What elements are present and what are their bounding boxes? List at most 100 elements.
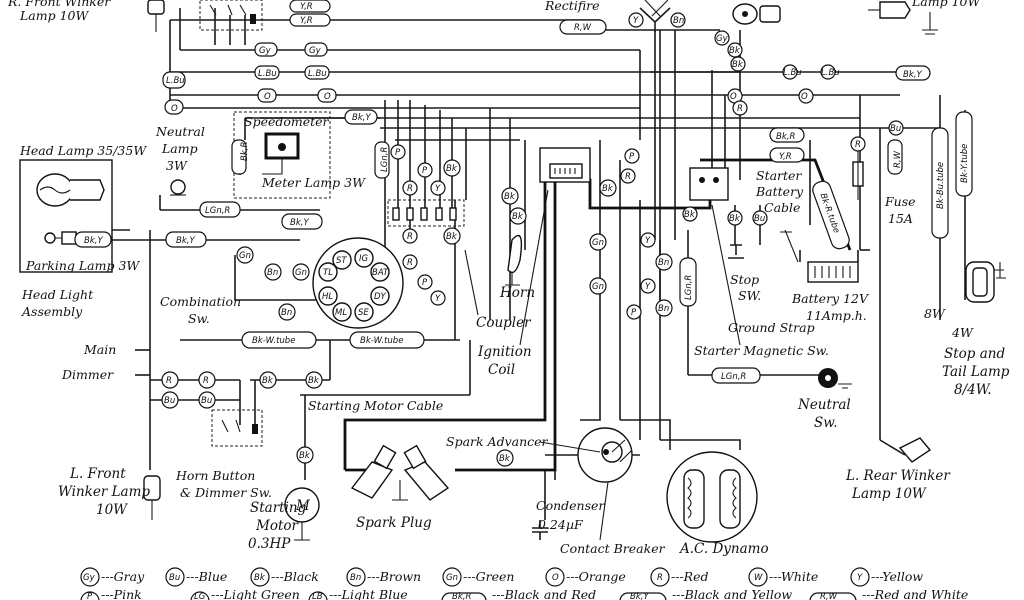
legend-green: Gn ---Green (442, 567, 514, 587)
stop-tail-lamp-label-2: Tail Lamp (942, 364, 1010, 380)
parking-lamp-label: Parking Lamp 3W (25, 258, 140, 273)
condenser-label-1: Condenser (536, 498, 605, 513)
legend-black-text: ---Black (271, 569, 319, 584)
ac-dynamo-label: A.C. Dynamo (678, 541, 769, 557)
tag-o-1: O (264, 92, 271, 102)
legend-black-yellow: Bk,Y ---Black and Yellow (619, 587, 792, 600)
svg-text:LG: LG (194, 592, 206, 600)
tag-o-3: O (171, 104, 178, 114)
battery-label-1: Battery 12V (791, 291, 870, 306)
tag-lb-right2: L.Bu (821, 68, 840, 78)
ac-dynamo (666, 451, 758, 543)
contact-breaker-label: Contact Breaker (560, 541, 666, 556)
svg-text:Gn: Gn (446, 573, 458, 583)
spark-plugs (350, 444, 450, 501)
tag-r-left1: R (166, 376, 172, 386)
legend-pink: P ---Pink (80, 587, 142, 600)
svg-text:LB: LB (312, 592, 323, 600)
l-front-winker-label-1: L. Front (69, 466, 126, 482)
neutral-sw-label-1: Neutral (797, 397, 851, 413)
tag-bkwtube-2: Bk-W.tube (360, 336, 403, 346)
terminal-bat: BAT (372, 268, 389, 278)
starting-motor-cable-label: Starting Motor Cable (308, 398, 443, 413)
speedometer-label: Speedometer (244, 114, 330, 129)
legend-white-text: ---White (769, 569, 818, 584)
terminal-hl: HL (322, 292, 333, 302)
tag-r-c3: R (407, 258, 413, 268)
terminal-dy: DY (374, 292, 387, 302)
horn-label: Horn (499, 285, 535, 301)
legend-black-red-text: ---Black and Red (492, 587, 596, 600)
spark-advancer-label: Spark Advancer (446, 434, 549, 449)
main-label: Main (83, 342, 116, 357)
svg-text:Y: Y (857, 573, 863, 583)
legend-blue: Bu ---Blue (165, 567, 227, 587)
starter-battery-cable-label-3: Cable (764, 200, 800, 215)
head-lamp-assembly (19, 159, 113, 273)
tag-rw-vert: R,W (893, 150, 903, 168)
tag-lb-2: L.Bu (308, 69, 327, 79)
neutral-lamp-label-3: 3W (166, 158, 188, 173)
tag-gy-reg: Gy (716, 34, 729, 44)
svg-text:Gy: Gy (83, 573, 96, 583)
neutral-switch (818, 368, 852, 389)
stop-tail-lamp-label-3: 8/4W. (954, 382, 992, 398)
fuse-label-1: Fuse (884, 194, 916, 209)
condenser-label-2: 0.24µF (538, 517, 584, 532)
tag-bky-speedo: Bk,Y (352, 113, 371, 123)
tag-y-c2: Y (435, 294, 441, 304)
ignition-coil-label-2: Coil (488, 362, 515, 378)
tag-bu-stop: Bu (754, 214, 765, 224)
tag-bkr-right: Bk,R (776, 132, 795, 142)
voltage-regulator (732, 3, 781, 25)
tag-y-c1: Y (435, 184, 441, 194)
legend-brown-text: ---Brown (367, 569, 421, 584)
tag-lb-right1: L.Bu (783, 68, 802, 78)
stop-sw-label-1: Stop (730, 272, 759, 287)
meter-lamp-label: Meter Lamp 3W (261, 175, 366, 190)
wire-tags: Y,R Y,R Gy Gy L.Bu L.Bu L.Bu O O O R,W B… (74, 0, 973, 467)
tag-bu-right: Bu (890, 124, 901, 134)
tag-gy-2: Gy (309, 46, 322, 56)
tag-bu-left1: Bu (164, 396, 175, 406)
neutral-lamp (170, 179, 186, 196)
horn-button-label-2: & Dimmer Sw. (180, 485, 272, 500)
legend-light-blue: LB ---Light Blue (308, 587, 408, 600)
tag-gn-left: Gn (239, 251, 251, 261)
l-rear-winker-lamp (898, 437, 932, 463)
tag-bk-c4: Bk (512, 212, 524, 222)
legend-orange: O ---Orange (545, 567, 626, 587)
legend-pink-text: ---Pink (101, 587, 142, 600)
tag-p-1: P (395, 148, 401, 158)
legend-white: W ---White (748, 567, 818, 587)
horn (505, 234, 523, 286)
l-front-winker-label-3: 10W (96, 502, 128, 518)
tag-lb-3: L.Bu (166, 76, 185, 86)
l-rear-winker-label-1: L. Rear Winker (845, 468, 951, 484)
svg-text:P: P (87, 592, 93, 600)
terminal-st: ST (336, 256, 347, 266)
tag-bk-reg: Bk (729, 46, 741, 56)
tag-gy-1: Gy (259, 46, 272, 56)
winker-relay (199, 0, 263, 31)
coupler-leader (464, 249, 479, 316)
combination-sw-label-1: Combination (160, 294, 241, 309)
tag-bn-rect: Bn (673, 16, 684, 26)
tag-p-5: P (631, 308, 637, 318)
tag-lgnr-neutral: LGn,R (721, 372, 746, 382)
tag-bkr-speedo: Bk,R (240, 142, 250, 161)
l-rear-winker-label-2: Lamp 10W (851, 486, 927, 502)
tag-o-2: O (324, 92, 331, 102)
tag-y-c3: Y (645, 236, 651, 246)
legend-red-white: R,W ---Red and White (809, 587, 968, 600)
starting-motor-label-2: Motor (255, 518, 300, 534)
legend-black-yellow-text: ---Black and Yellow (672, 587, 792, 600)
tag-lb-1: L.Bu (258, 69, 277, 79)
tag-bk-c5: Bk (602, 184, 614, 194)
legend-black-red: Bk,R ---Black and Red (441, 587, 596, 600)
tag-bkytube: Bk-Y.tube (960, 144, 970, 183)
stop-tail-lamp-label-1: Stop and (944, 346, 1005, 362)
stop-switch (728, 244, 744, 259)
rectifier-label: Rectifire (544, 0, 600, 13)
